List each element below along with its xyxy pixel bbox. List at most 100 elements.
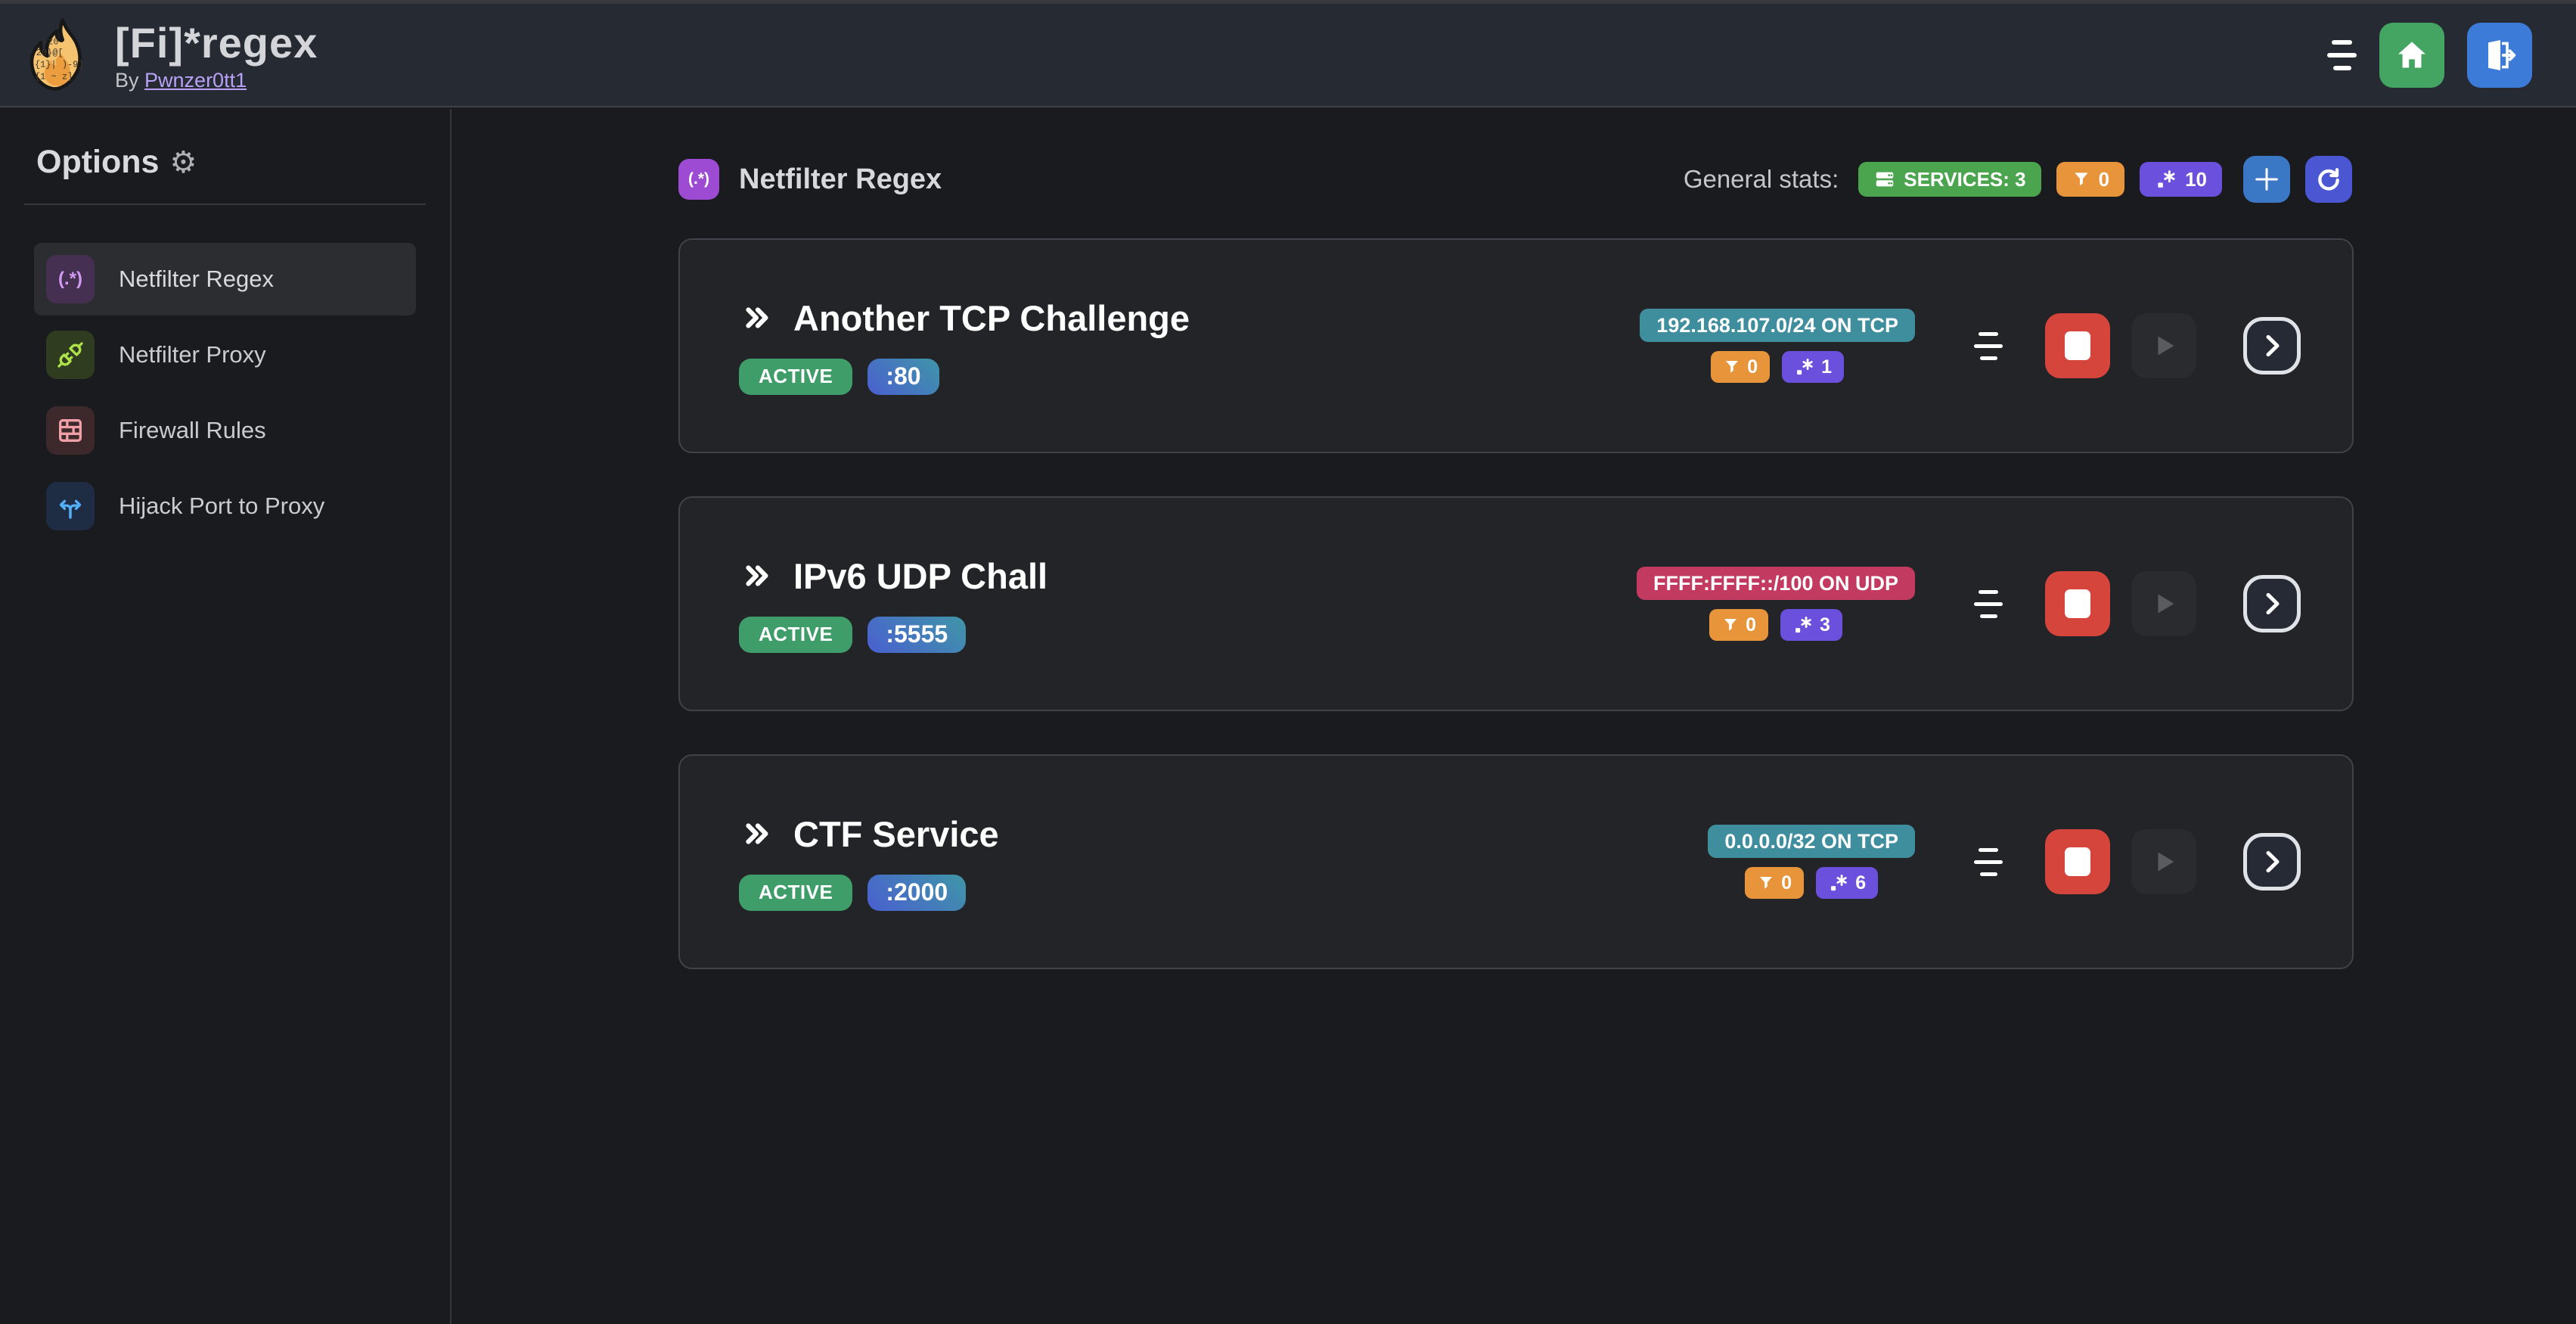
target-block: 0.0.0.0/32 ON TCP 0: [1708, 825, 1915, 899]
plug-connected-icon: [46, 331, 95, 379]
service-info: Another TCP Challenge ACTIVE :80: [739, 297, 1190, 395]
byline: By Pwnzer0tt1: [115, 69, 318, 92]
svg-text:20}@[: 20}@[: [36, 48, 64, 58]
regex-count-text: 3: [1820, 614, 1830, 636]
stop-icon: [2065, 589, 2090, 618]
service-controls: 192.168.107.0/24 ON TCP 0: [1640, 309, 2301, 383]
service-menu-icon[interactable]: [1974, 847, 2003, 876]
topbar-actions: [2327, 22, 2532, 88]
open-service-button[interactable]: [2243, 317, 2301, 375]
refresh-button[interactable]: [2305, 156, 2352, 203]
service-title-row: IPv6 UDP Chall: [739, 555, 1047, 597]
target-badge: 0.0.0.0/32 ON TCP: [1708, 825, 1915, 858]
port-badge: :2000: [867, 874, 967, 911]
svg-text:-z0-: -z0-: [42, 36, 64, 47]
service-info: CTF Service ACTIVE :2000: [739, 813, 999, 911]
service-badges: ACTIVE :5555: [739, 616, 1047, 653]
filters-count-text: 0: [1781, 872, 1792, 894]
regex-dot-star-icon: [2158, 170, 2175, 188]
play-button[interactable]: [2131, 571, 2196, 636]
brand-text: [Fi]*regex By Pwnzer0tt1: [115, 18, 318, 92]
mini-badges: 0 1: [1711, 351, 1845, 383]
sidebar-heading: Options ⚙: [0, 144, 450, 181]
chevrons-right-icon: [746, 307, 768, 328]
filters-count-badge: 0: [1711, 351, 1771, 383]
filter-funnel-icon: [2074, 172, 2088, 186]
home-button[interactable]: [2379, 22, 2444, 88]
service-card: CTF Service ACTIVE :2000 0.0.0.0/32 ON T…: [678, 754, 2354, 969]
server-icon: [1876, 172, 1894, 187]
filter-funnel-icon: [1724, 619, 1737, 631]
sidebar-item-netfilter-proxy[interactable]: Netfilter Proxy: [34, 319, 416, 391]
page-title: Netfilter Regex: [739, 163, 942, 195]
port-badge: :5555: [867, 616, 967, 653]
chevrons-right-icon: [746, 565, 768, 586]
target-badge: FFFF:FFFF::/100 ON UDP: [1637, 567, 1915, 600]
sidebar: Options ⚙ (.*) Netfilter Regex Netfilter…: [0, 109, 452, 1324]
play-button[interactable]: [2131, 829, 2196, 894]
gear-icon: ⚙: [169, 145, 197, 179]
sidebar-item-firewall-rules[interactable]: Firewall Rules: [34, 394, 416, 467]
arrows-split-icon: [46, 482, 95, 530]
main-content: (.*) Netfilter Regex General stats: SERV…: [453, 109, 2576, 1324]
logout-icon: [2488, 39, 2516, 70]
mini-badges: 0 3: [1709, 609, 1842, 641]
play-button[interactable]: [2131, 313, 2196, 378]
byline-prefix: By: [115, 68, 139, 92]
service-name: CTF Service: [793, 813, 999, 854]
sidebar-divider: [24, 204, 426, 205]
chevron-right-icon: [2266, 334, 2280, 357]
service-name: Another TCP Challenge: [793, 297, 1190, 338]
author-link[interactable]: Pwnzer0tt1: [144, 68, 247, 92]
service-title-row: Another TCP Challenge: [739, 297, 1190, 339]
regex-dot-star-icon: [1831, 875, 1847, 891]
service-menu-icon[interactable]: [1974, 589, 2003, 618]
status-badge: ACTIVE: [739, 358, 853, 395]
chevron-right-icon: [2266, 592, 2280, 615]
status-badge: ACTIVE: [739, 616, 853, 653]
services-count-text: SERVICES: 3: [1904, 167, 2026, 191]
filters-count-badge: 0: [1709, 609, 1768, 641]
target-block: 192.168.107.0/24 ON TCP 0: [1640, 309, 1915, 383]
sidebar-item-netfilter-regex[interactable]: (.*) Netfilter Regex: [34, 243, 416, 315]
play-icon: [2158, 594, 2174, 614]
service-controls: FFFF:FFFF::/100 ON UDP 0: [1637, 567, 2301, 641]
sidebar-nav: (.*) Netfilter Regex Netfilter Proxy: [0, 243, 450, 542]
add-service-button[interactable]: [2243, 156, 2290, 203]
open-service-button[interactable]: [2243, 575, 2301, 632]
stop-button[interactable]: [2045, 313, 2110, 378]
general-stats: General stats: SERVICES: 3 0: [1684, 156, 2352, 203]
stats-label: General stats:: [1683, 165, 1839, 193]
plus-icon: [2255, 168, 2278, 191]
sidebar-item-hijack-port[interactable]: Hijack Port to Proxy: [34, 470, 416, 542]
filters-count-text: 0: [1747, 356, 1758, 378]
filter-funnel-icon: [1760, 877, 1773, 889]
regex-count-text: 6: [1855, 872, 1867, 894]
app-title: [Fi]*regex: [115, 18, 318, 67]
regex-count-badge: 10: [2140, 162, 2222, 197]
filters-count-badge: 0: [2056, 162, 2125, 197]
filters-count-text: 0: [2098, 167, 2110, 191]
open-service-button[interactable]: [2243, 833, 2301, 890]
filters-count-text: 0: [1746, 614, 1756, 636]
logout-button[interactable]: [2467, 22, 2532, 88]
service-menu-icon[interactable]: [1974, 331, 2003, 360]
stop-button[interactable]: [2045, 571, 2110, 636]
options-heading: Options: [36, 144, 160, 180]
sidebar-item-label: Netfilter Proxy: [119, 341, 266, 368]
svg-text:{1}| )-9]: {1}| )-9]: [35, 59, 84, 70]
regex-count-text: 1: [1821, 356, 1833, 378]
stop-button[interactable]: [2045, 829, 2110, 894]
chevrons-right-icon: [746, 823, 768, 844]
regex-dot-star-icon: [1795, 617, 1811, 633]
target-block: FFFF:FFFF::/100 ON UDP 0: [1637, 567, 1915, 641]
regex-count-badge: 6: [1816, 867, 1879, 899]
regex-count-badge: 3: [1780, 609, 1842, 641]
service-info: IPv6 UDP Chall ACTIVE :5555: [739, 555, 1047, 653]
menu-lines-icon[interactable]: [2327, 39, 2357, 70]
service-badges: ACTIVE :2000: [739, 874, 999, 911]
regex-dot-star-icon: [1797, 359, 1813, 375]
port-badge: :80: [867, 358, 939, 395]
chevron-right-icon: [2266, 850, 2280, 873]
mini-badges: 0 6: [1745, 867, 1879, 899]
